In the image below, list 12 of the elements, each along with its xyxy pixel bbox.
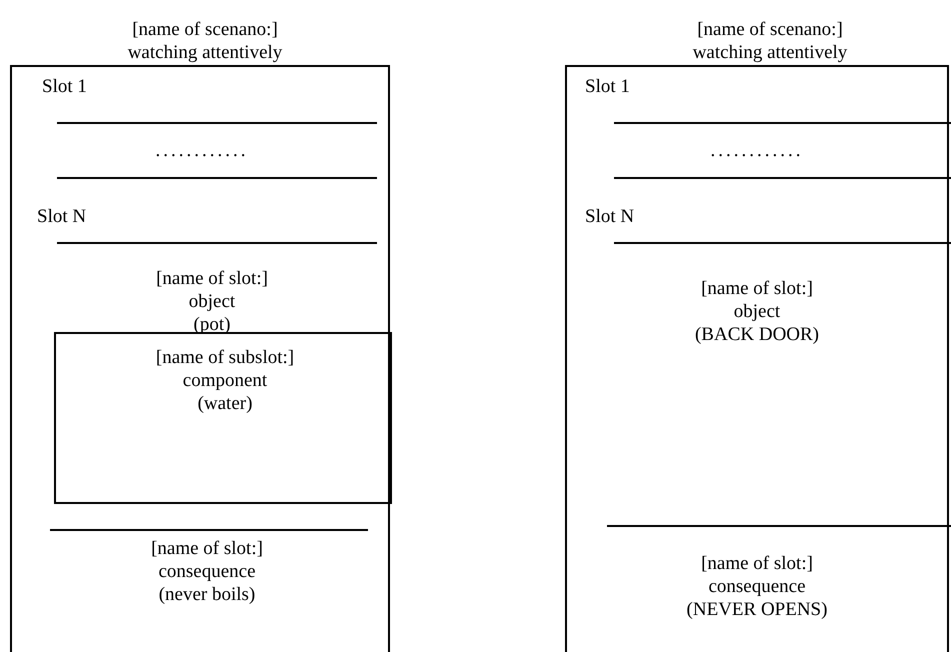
- ellipsis: ............: [710, 139, 804, 162]
- scenario-heading: [name of scenano:] watching attentively: [128, 18, 282, 64]
- slot-label: Slot 1: [585, 75, 630, 98]
- slot-text: [name of slot:] consequence (NEVER OPENS): [686, 552, 828, 621]
- slot-text: [name of slot:] consequence (never boils): [151, 537, 263, 606]
- slot-text: [name of slot:] object (BACK DOOR): [694, 277, 820, 346]
- slot-label: Slot 1: [42, 75, 87, 98]
- slot-label: Slot N: [585, 205, 634, 228]
- ellipsis: ............: [156, 139, 248, 162]
- scenario-heading: [name of scenano:] watching attentively: [692, 18, 848, 64]
- subslot-text: [name of subslot:] component (water): [156, 346, 294, 415]
- slot-label: Slot N: [37, 205, 86, 228]
